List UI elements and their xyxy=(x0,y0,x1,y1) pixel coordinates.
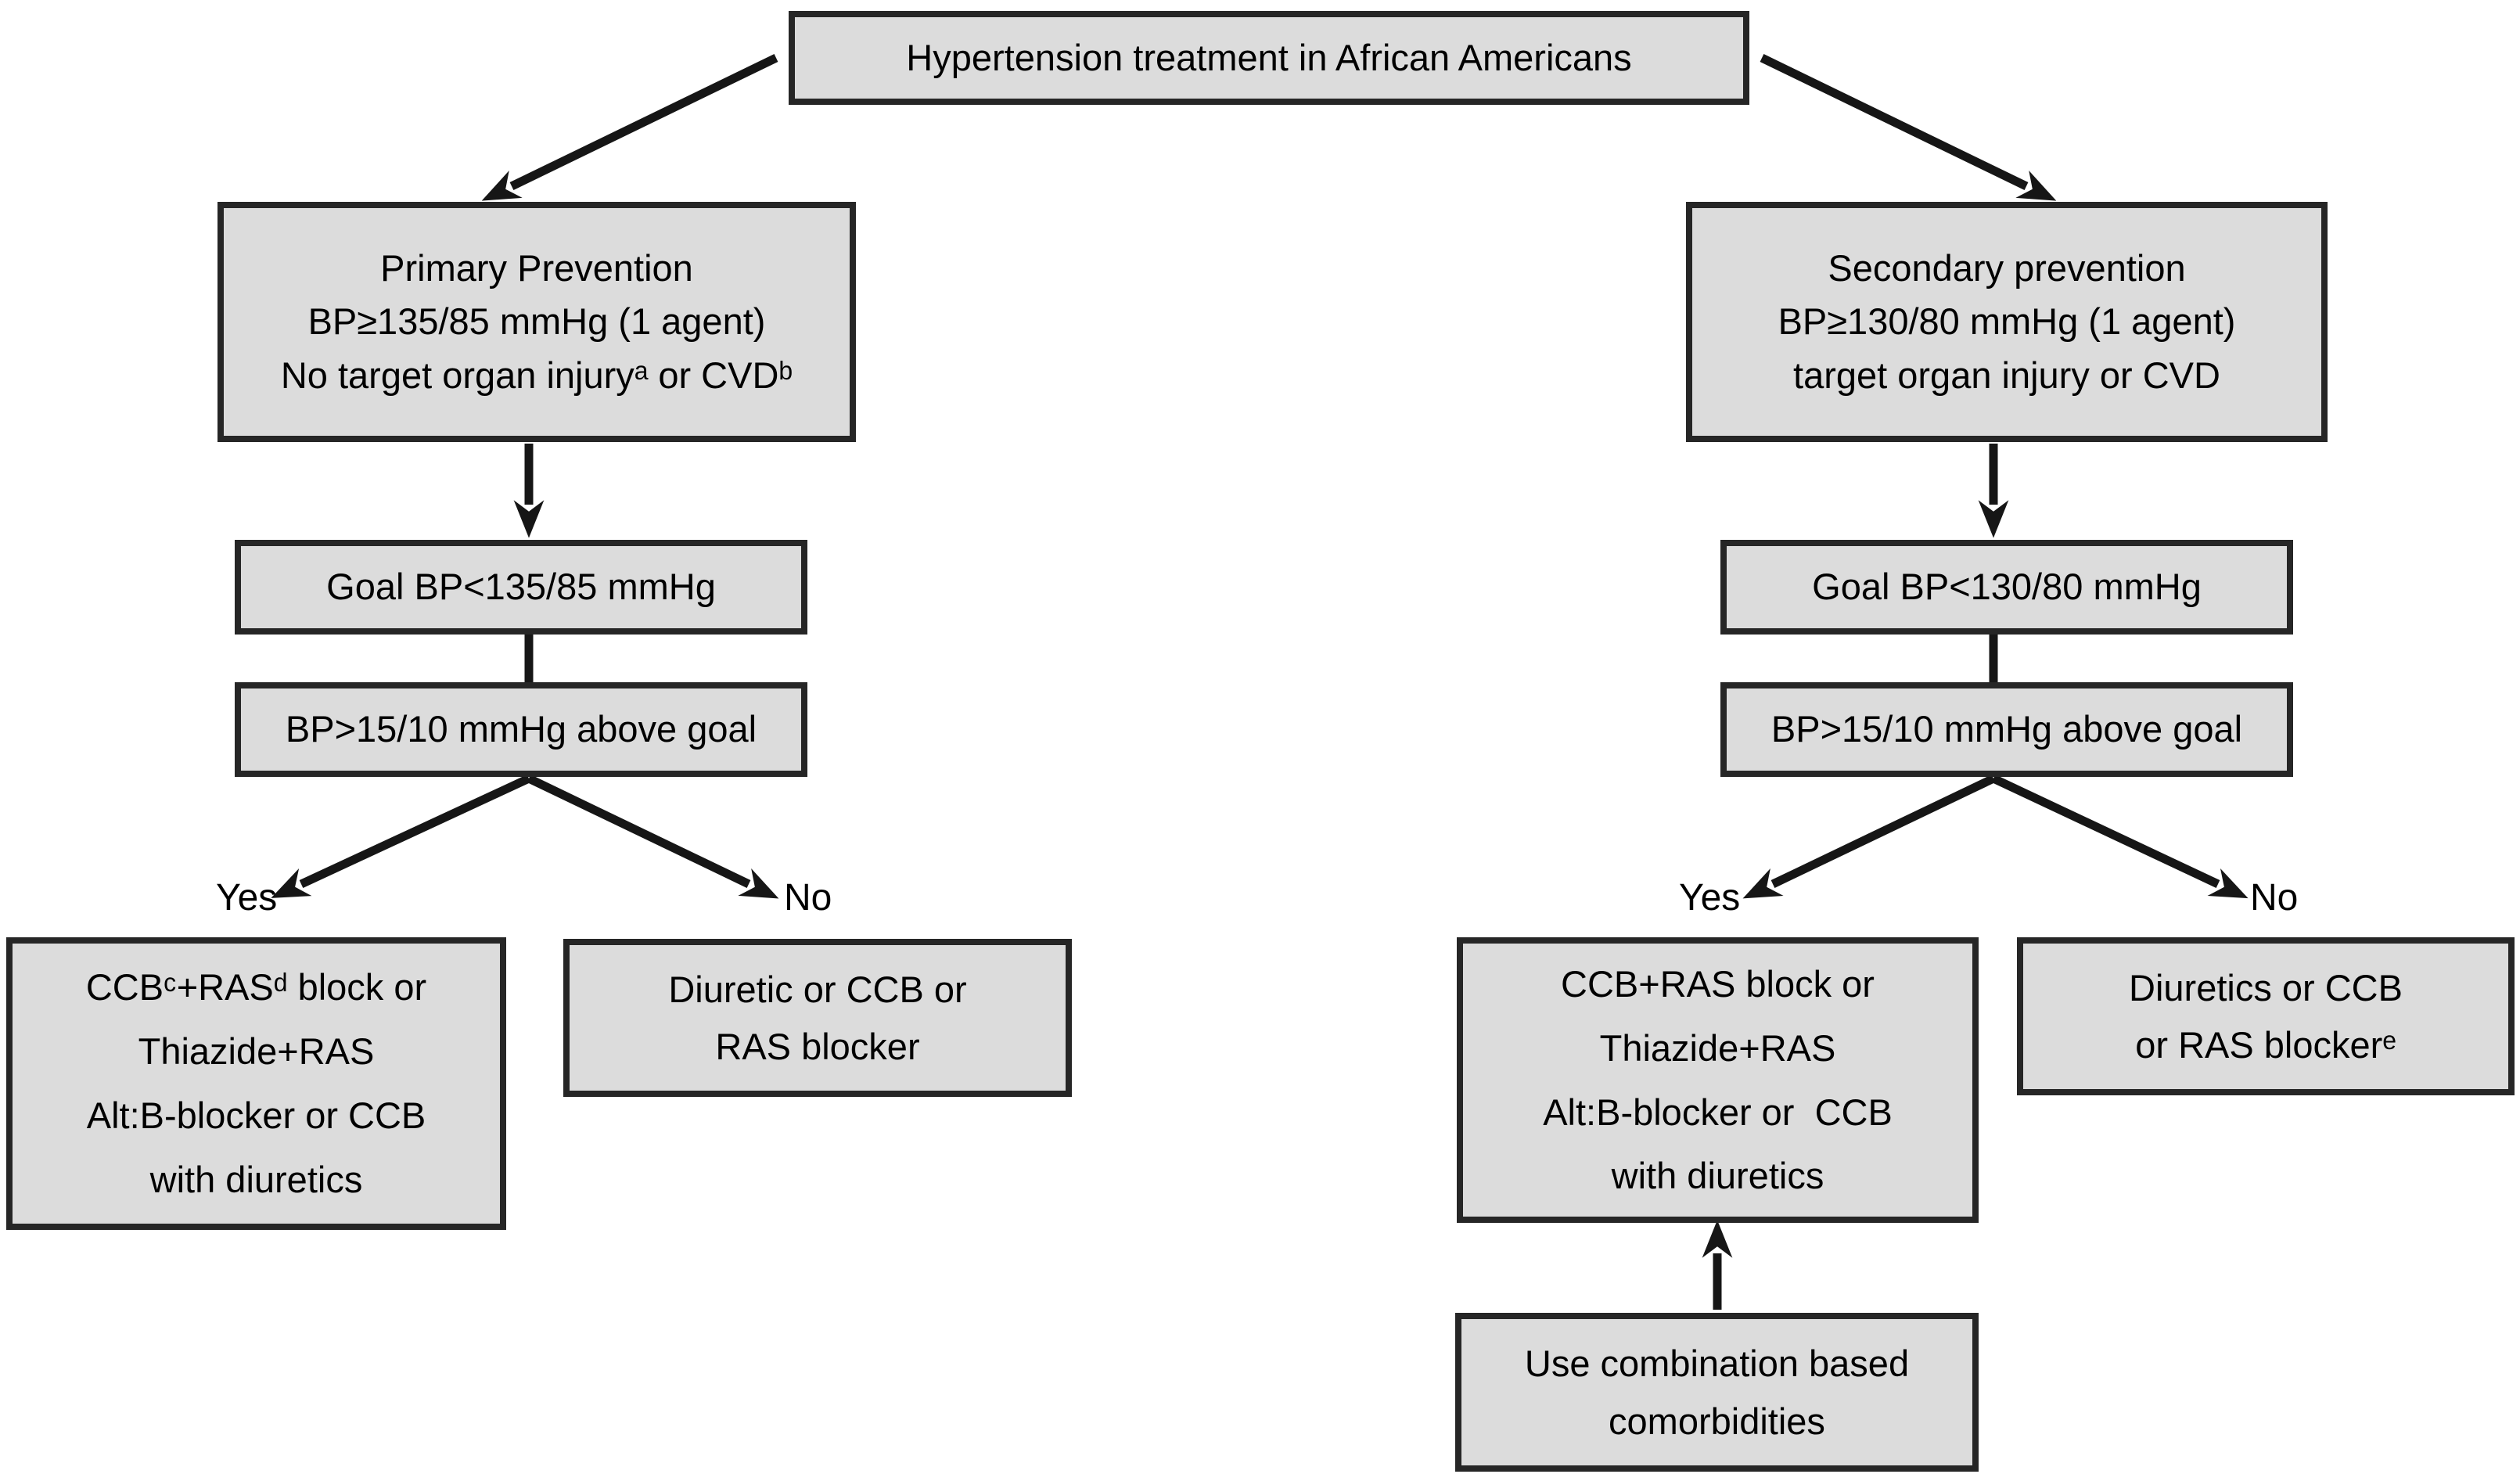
node-above-goal-right: BP>15/10 mmHg above goal xyxy=(1720,682,2293,777)
edge-title-to-secondary xyxy=(1760,54,2057,201)
node-title: Hypertension treatment in African Americ… xyxy=(789,11,1749,105)
treat-no-right-line-1: Diuretics or CCB xyxy=(2129,966,2403,1008)
above-goal-right-text: BP>15/10 mmHg above goal xyxy=(1770,708,2243,750)
treat-yes-left-line-2: Thiazide+RAS xyxy=(138,1030,375,1073)
goal-bp-left-text: Goal BP<135/85 mmHg xyxy=(326,566,716,608)
treat-yes-right-line-4: with diuretics xyxy=(1611,1155,1824,1197)
above-goal-left-text: BP>15/10 mmHg above goal xyxy=(285,708,757,750)
node-goal-bp-left: Goal BP<135/85 mmHg xyxy=(235,540,807,635)
treat-yes-right-line-3: Alt:B-blocker or CCB xyxy=(1543,1091,1893,1133)
node-treatment-no-left: Diuretic or CCB or RAS blocker xyxy=(563,939,1072,1097)
node-goal-bp-right: Goal BP<130/80 mmHg xyxy=(1720,540,2293,635)
title-text: Hypertension treatment in African Americ… xyxy=(906,36,1632,78)
treat-yes-right-line-1: CCB+RAS block or xyxy=(1561,962,1875,1005)
goal-bp-right-text: Goal BP<130/80 mmHg xyxy=(1812,566,2202,608)
edge-left-branch-no xyxy=(527,775,779,899)
node-primary-prevention: Primary Prevention BP≥135/85 mmHg (1 age… xyxy=(217,202,856,442)
edge-right-branch-yes xyxy=(1742,775,1996,899)
treat-yes-left-line-3: Alt:B-blocker or CCB xyxy=(86,1095,426,1136)
edge-title-to-primary xyxy=(481,54,778,201)
node-treatment-yes-right: CCB+RAS block or Thiazide+RAS Alt:B-bloc… xyxy=(1457,937,1979,1223)
combination-line-1: Use combination based xyxy=(1524,1343,1910,1385)
node-use-combination: Use combination based comorbidities xyxy=(1455,1313,1979,1472)
treat-no-left-line-2: RAS blocker xyxy=(715,1026,920,1067)
primary-line-2: BP≥135/85 mmHg (1 agent) xyxy=(307,300,766,343)
treat-no-left-line-1: Diuretic or CCB or xyxy=(668,968,967,1010)
treat-no-right-line-2: or RAS blockerᵉ xyxy=(2135,1024,2396,1066)
primary-line-1: Primary Prevention xyxy=(380,247,693,289)
label-no-right: No xyxy=(2250,877,2299,919)
edge-right-branch-no xyxy=(1991,775,2249,899)
combination-line-2: comorbidities xyxy=(1609,1400,1825,1442)
node-above-goal-left: BP>15/10 mmHg above goal xyxy=(235,682,807,777)
node-treatment-no-right: Diuretics or CCB or RAS blockerᵉ xyxy=(2017,937,2515,1095)
treat-yes-left-line-1: CCBᶜ+RASᵈ block or xyxy=(85,966,427,1008)
node-secondary-prevention: Secondary prevention BP≥130/80 mmHg (1 a… xyxy=(1686,202,2328,442)
label-yes-left: Yes xyxy=(216,877,278,919)
label-no-left: No xyxy=(784,877,832,919)
secondary-line-2: BP≥130/80 mmHg (1 agent) xyxy=(1778,300,2236,343)
secondary-line-1: Secondary prevention xyxy=(1828,247,2186,289)
treat-yes-left-line-4: with diuretics xyxy=(149,1158,363,1200)
primary-line-3: No target organ injuryᵃ or CVDᵇ xyxy=(280,354,793,396)
treat-yes-right-line-2: Thiazide+RAS xyxy=(1599,1026,1836,1069)
edge-left-branch-yes xyxy=(271,775,531,898)
label-yes-right: Yes xyxy=(1679,877,1741,919)
node-treatment-yes-left: CCBᶜ+RASᵈ block or Thiazide+RAS Alt:B-bl… xyxy=(6,937,506,1230)
secondary-line-3: target organ injury or CVD xyxy=(1793,354,2220,396)
